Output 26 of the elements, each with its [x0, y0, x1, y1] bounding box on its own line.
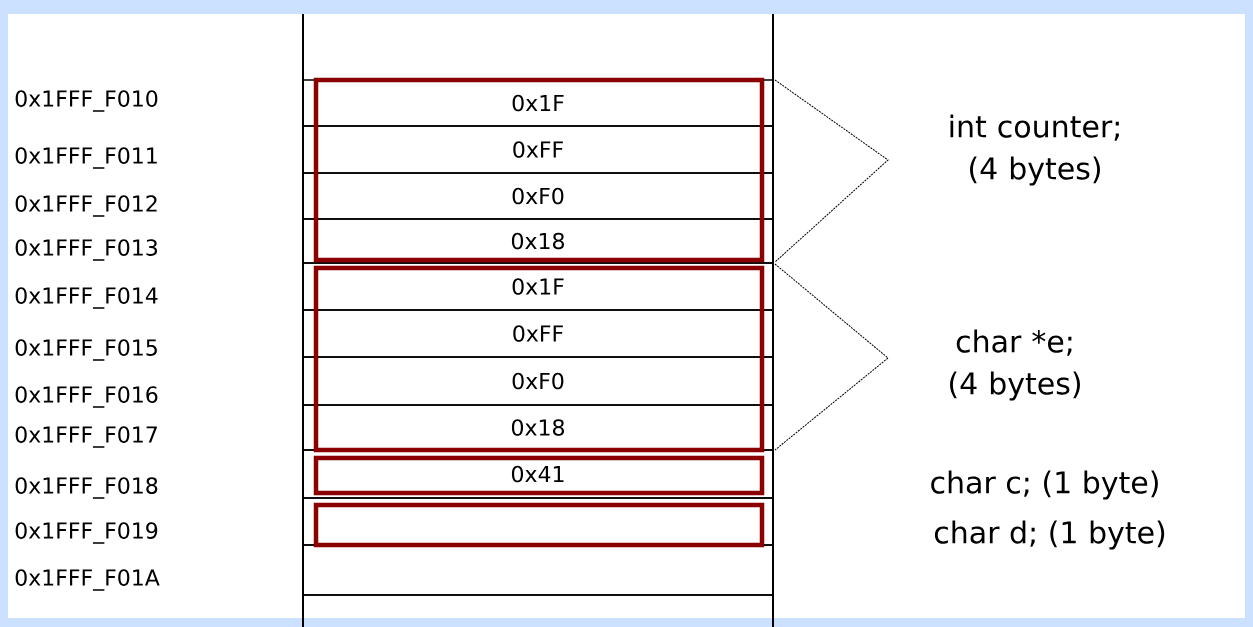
address-label: 0x1FFF_F014	[15, 287, 158, 309]
variable-label: char *e; (4 bytes)	[950, 329, 1080, 401]
address-label: 0x1FFF_F017	[15, 426, 157, 448]
variable-label: char c; (1 byte)	[931, 470, 1158, 500]
memory-cell: 0x1F	[302, 262, 774, 311]
address-label: 0x1FFF_F018	[15, 477, 158, 499]
address-label: 0x1FFF_F011	[15, 147, 157, 169]
memory-cell: 0x1F	[302, 79, 774, 127]
memory-cell: 0x41	[302, 449, 774, 499]
memory-cell: 0xF0	[302, 356, 774, 406]
memory-cell: 0xF0	[302, 172, 774, 220]
address-label: 0x1FFF_F012	[15, 195, 157, 217]
address-label: 0x1FFF_F010	[15, 90, 158, 112]
address-label: 0x1FFF_F019	[15, 522, 158, 544]
memory-cell: 0x18	[302, 404, 774, 451]
address-label: 0x1FFF_F013	[15, 239, 158, 261]
address-label: 0x1FFF_F015	[15, 339, 157, 361]
address-label: 0x1FFF_F01A	[15, 569, 160, 591]
variable-label: int counter; (4 bytes)	[950, 114, 1119, 186]
memory-cell	[302, 497, 774, 546]
memory-cell: 0xFF	[302, 309, 774, 358]
memory-cell	[302, 544, 774, 596]
memory-cell: 0x18	[302, 218, 774, 264]
address-label: 0x1FFF_F016	[15, 386, 158, 408]
variable-label: char d; (1 byte)	[934, 520, 1165, 550]
memory-cell: 0xFF	[302, 125, 774, 174]
